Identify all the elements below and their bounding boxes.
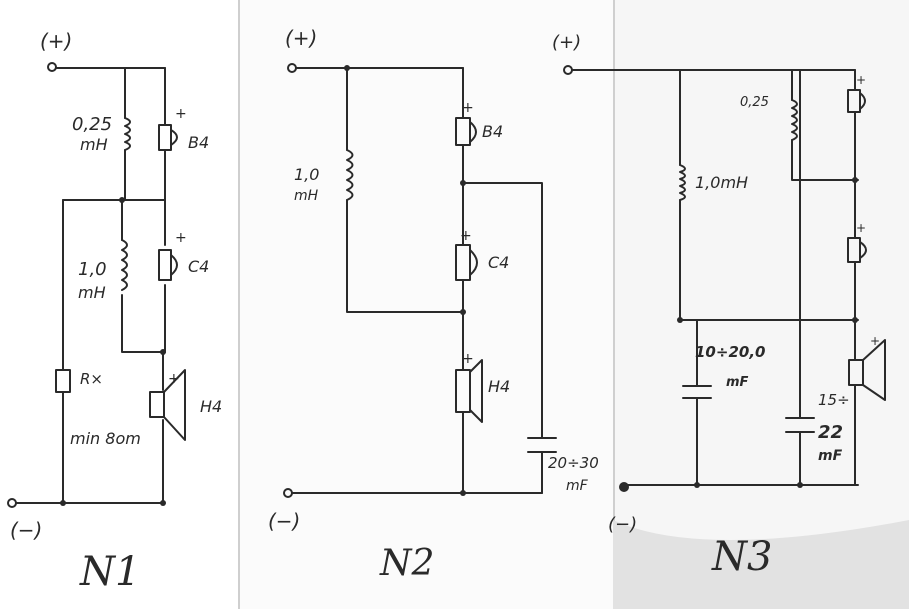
s3-c2-value-2: 22: [818, 422, 843, 443]
s1-title: N1: [79, 549, 140, 595]
s3-node-c: [852, 317, 858, 323]
s2-speaker-h4-cone: [469, 359, 483, 423]
s3-node-e: [797, 482, 803, 488]
s2-title: N2: [379, 543, 434, 584]
s2-l1-value: 1,0: [294, 165, 319, 184]
s1-c4-label: C4: [188, 257, 209, 276]
s3-speaker-3-cone: [862, 339, 886, 401]
s1-l2-wire: [121, 199, 166, 353]
s1-b4-polarity: +: [175, 106, 187, 122]
s2-capacitor-c1: [527, 437, 557, 453]
s3-negative-terminal-label: (−): [608, 514, 637, 535]
s2-speaker-h4-magnet: [455, 369, 471, 413]
s3-speaker-2-magnet: [847, 237, 861, 263]
scheme-1: (+) (−) 0,25 mH + B4 1,0 mH + C4 + H4 R×…: [7, 29, 222, 595]
s1-b4-label: B4: [188, 133, 209, 152]
sheet-1: [0, 0, 238, 609]
s3-capacitor-c1: [682, 385, 712, 399]
s3-c2-unit: mF: [818, 448, 843, 464]
s1-positive-terminal-label: (+): [40, 29, 72, 53]
s3-negative-terminal: [619, 482, 629, 492]
s1-speaker-h4-magnet: [149, 391, 165, 418]
s1-h4-polarity: +: [168, 371, 180, 387]
s3-speaker-2-cone: [859, 241, 867, 259]
s3-speaker-1-cone: [859, 92, 866, 110]
s2-h4-label: H4: [488, 377, 510, 396]
s1-rx-label: R×: [80, 370, 103, 388]
s2-h4-polarity: +: [462, 351, 474, 367]
s3-inductor-l1: [791, 99, 798, 141]
s3-node-d: [694, 482, 700, 488]
s2-node-d: [460, 490, 466, 496]
scheme-3: (+) (−) 1,0mH 0,25 + + + 10÷20,0 mF 15÷ …: [552, 32, 886, 580]
s2-node-c: [460, 309, 466, 315]
s1-node-d: [160, 500, 166, 506]
s1-h4-label: H4: [200, 397, 222, 416]
s1-speaker-b4-magnet: [158, 124, 172, 151]
s2-positive-terminal-label: (+): [285, 26, 317, 50]
s1-inductor-l1: [124, 117, 131, 151]
s1-l2-unit: mH: [78, 283, 106, 302]
s1-speaker-h4-cone: [163, 369, 186, 441]
s3-positive-terminal-label: (+): [552, 32, 581, 53]
s1-node-c: [60, 500, 66, 506]
s1-speaker-b4-cone: [170, 129, 178, 146]
s2-b4-label: B4: [482, 122, 503, 141]
s3-c1-unit: mF: [726, 375, 749, 390]
sheet-edge-2: [613, 0, 615, 609]
s3-node-a: [852, 177, 858, 183]
s1-inductor-l2: [121, 239, 128, 291]
s3-title: N3: [711, 534, 772, 580]
s1-l2-value: 1,0: [78, 259, 107, 280]
s1-l1-unit: mH: [80, 135, 108, 154]
s3-speaker-2-polarity: +: [856, 221, 866, 235]
s3-c2-value-1: 15÷: [818, 391, 850, 409]
s1-speaker-c4-magnet: [158, 249, 172, 281]
sheet-2: [238, 0, 613, 609]
s2-c4-label: C4: [488, 253, 509, 272]
s2-c1-value: 20÷30: [548, 454, 599, 472]
s3-l2-label: 1,0mH: [695, 173, 748, 192]
s2-capacitor-wire: [462, 182, 543, 494]
s3-speaker-3-polarity: +: [870, 334, 880, 348]
s2-l1-unit: mH: [294, 188, 319, 204]
s3-capacitor-c2: [785, 417, 815, 433]
s1-rx-note: min 8om: [70, 429, 141, 448]
s3-speaker-3-magnet: [848, 359, 864, 386]
s2-negative-terminal-label: (−): [268, 509, 300, 533]
s2-l1-wire: [346, 67, 464, 313]
s2-c4-polarity: +: [460, 228, 472, 244]
shadow-bottom-right: [613, 520, 909, 609]
s3-inductor-l2: [679, 164, 686, 201]
s1-speaker-c4-cone: [170, 254, 178, 276]
s2-speaker-b4-cone: [469, 121, 477, 143]
s3-node-b: [677, 317, 683, 323]
s1-resistor-rx: [55, 369, 71, 393]
scheme-2: (+) (−) 1,0 mH + B4 20÷30 mF + C4 + H4 N…: [268, 26, 599, 584]
s1-l1-value: 0,25: [72, 114, 112, 135]
s3-c1-value: 10÷20,0: [695, 343, 765, 361]
sheet-edge-1: [238, 0, 240, 609]
s2-b4-polarity: +: [462, 100, 474, 116]
s2-speaker-c4-magnet: [455, 244, 471, 281]
s2-inductor-l1: [346, 149, 354, 201]
s2-c1-unit: mF: [566, 478, 589, 494]
sheet-3: [613, 0, 909, 609]
s3-l1-label: 0,25: [740, 95, 769, 110]
s3-l1-wire: [791, 69, 859, 181]
s3-speaker-1-magnet: [847, 89, 861, 113]
s3-speaker-1-polarity: +: [856, 73, 866, 87]
s1-c4-polarity: +: [175, 230, 187, 246]
s2-speaker-b4-magnet: [455, 117, 471, 146]
s2-speaker-c4-cone: [469, 249, 478, 276]
s1-negative-terminal-label: (−): [10, 518, 42, 542]
